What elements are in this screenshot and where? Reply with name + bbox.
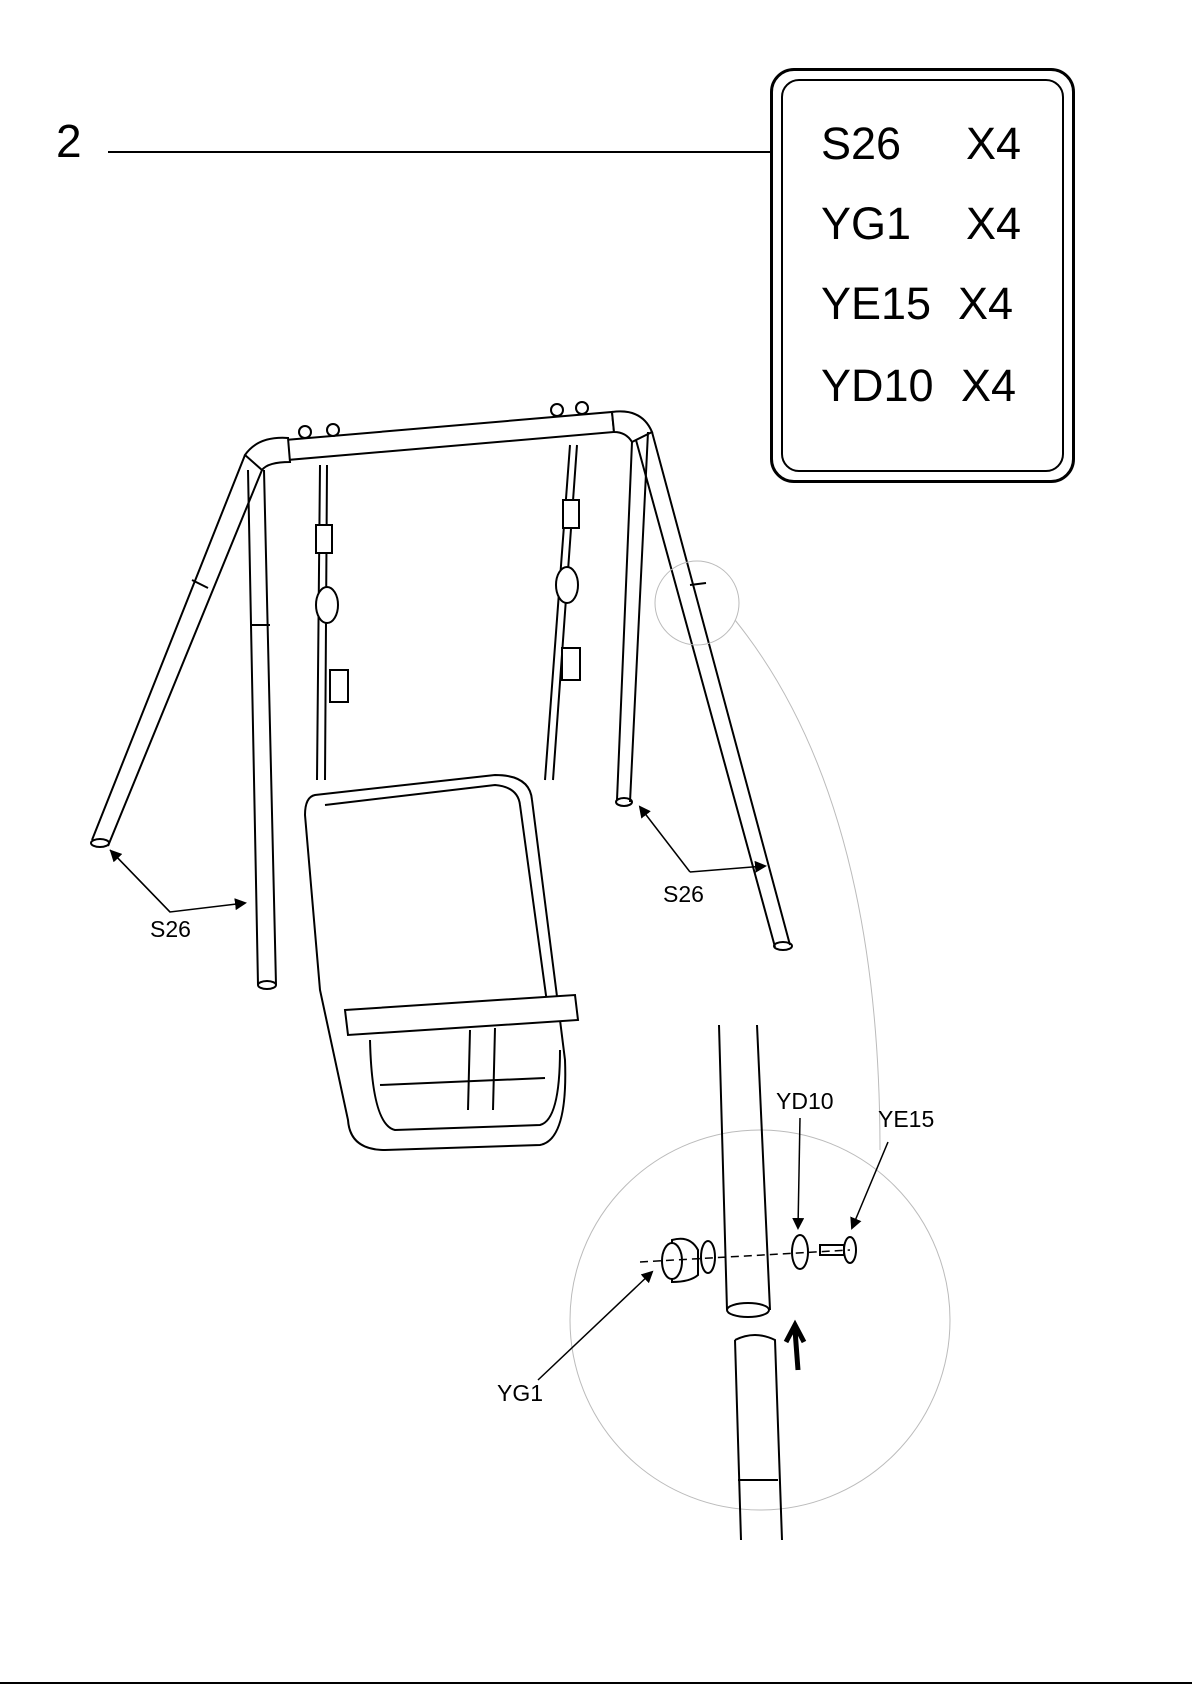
top-beam: [245, 402, 652, 470]
s26-left-arrows: [110, 850, 245, 912]
callout-ye15: YE15: [878, 1108, 934, 1131]
callout-s26-right: S26: [663, 883, 704, 906]
detail-pole: [719, 1025, 782, 1540]
swing-ropes: [316, 445, 580, 780]
left-frame-legs: [91, 455, 276, 989]
callout-yd10: YD10: [776, 1090, 834, 1113]
bucket-seat: [305, 775, 578, 1150]
detail-magnifier: [570, 561, 950, 1510]
callout-yg1: YG1: [497, 1382, 543, 1405]
callout-s26-left: S26: [150, 918, 191, 941]
insert-direction-arrow: [786, 1325, 804, 1370]
detail-hardware: [662, 1235, 856, 1282]
right-frame-legs: [616, 432, 792, 950]
